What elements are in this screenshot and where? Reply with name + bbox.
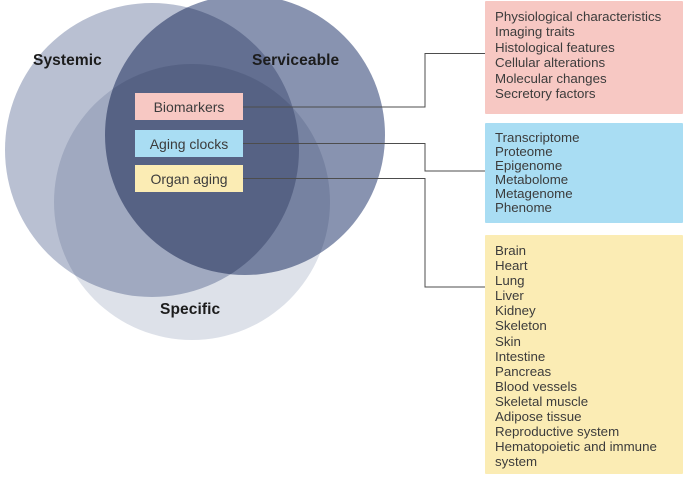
panel-aging-clocks-examples: Transcriptome Proteome Epigenome Metabol… <box>485 123 683 223</box>
panel-item: Kidney <box>495 303 536 319</box>
panel-item: Metagenome <box>495 186 573 201</box>
panel-item: Secretory factors <box>495 86 596 102</box>
panel-item: Skeleton <box>495 318 547 334</box>
panel-item: Imaging traits <box>495 24 575 40</box>
panel-item: Epigenome <box>495 158 563 173</box>
panel-item: Skin <box>495 333 521 349</box>
panel-item: Skeletal muscle <box>495 393 589 409</box>
venn-circles <box>5 0 385 340</box>
panel-item: Heart <box>495 258 528 274</box>
panel-item: Intestine <box>495 348 546 364</box>
connector-line-biomarkers <box>243 53 485 108</box>
systemic-label: Systemic <box>33 52 102 69</box>
aging-clocks-box-label: Aging clocks <box>149 135 229 152</box>
panel-item: Metabolome <box>495 172 569 187</box>
panel-item: Pancreas <box>495 363 552 379</box>
panel-item: Lung <box>495 273 525 289</box>
circle-specific <box>54 64 330 340</box>
connector-line-organ-aging <box>243 178 485 288</box>
panel-item: Physiological characteristics <box>495 9 662 24</box>
panel-item: Molecular changes <box>495 70 607 86</box>
panel-item: Histological features <box>495 39 615 55</box>
organ-aging-box: Organ aging <box>135 165 243 192</box>
panel-item: Blood vessels <box>495 378 578 394</box>
connector-lines <box>243 53 485 288</box>
biomarkers-box-label: Biomarkers <box>153 98 225 115</box>
organ-aging-box-label: Organ aging <box>150 170 228 187</box>
biomarkers-box: Biomarkers <box>135 93 243 120</box>
panel-organ-aging-examples: Brain Heart Lung Liver Kidney Skeleton S… <box>485 235 683 474</box>
panel-item: Hematopoietic and immune system <box>495 439 657 470</box>
panel-item: Reproductive system <box>495 424 620 440</box>
panel-item: Phenome <box>495 200 552 215</box>
connector-line-aging-clocks <box>243 143 485 172</box>
panel-biomarkers-examples: Physiological characteristics Imaging tr… <box>485 1 683 114</box>
panel-item: Cellular alterations <box>495 55 606 71</box>
panel-item: Proteome <box>495 144 553 159</box>
panel-item: Liver <box>495 288 524 304</box>
panel-item: Transcriptome <box>495 130 580 145</box>
aging-clocks-box: Aging clocks <box>135 130 243 157</box>
panel-item: Brain <box>495 243 527 258</box>
panel-item: Adipose tissue <box>495 409 582 425</box>
specific-label: Specific <box>160 301 221 318</box>
serviceable-label: Serviceable <box>252 52 340 69</box>
